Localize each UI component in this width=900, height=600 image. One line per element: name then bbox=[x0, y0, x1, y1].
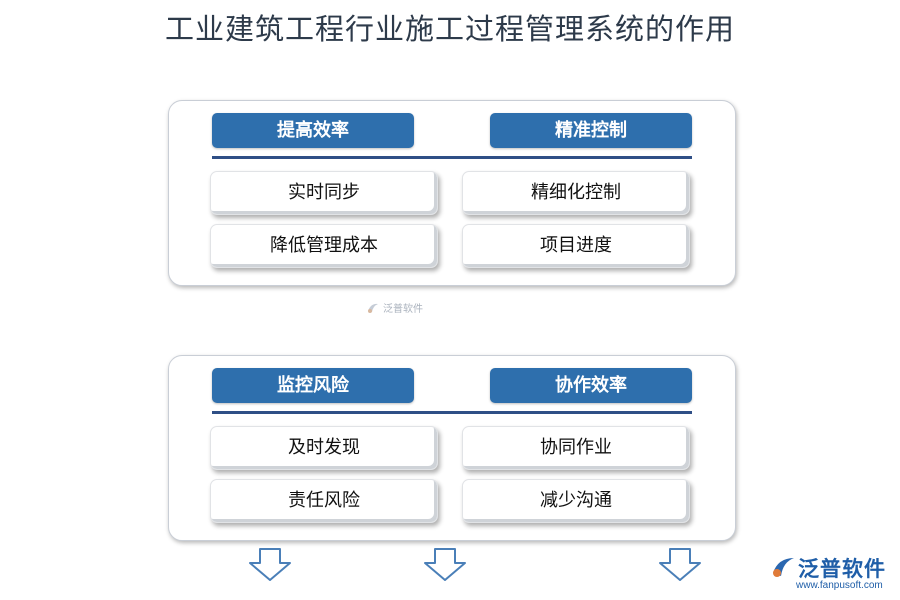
panel-efficiency-control: 提高效率 精准控制 实时同步 精细化控制 降低管理成本 项目进度 bbox=[168, 100, 736, 286]
logo-url: www.fanpusoft.com bbox=[796, 580, 883, 591]
header-improve-efficiency: 提高效率 bbox=[212, 113, 414, 148]
fanpu-logo: 泛普软件 www.fanpusoft.com bbox=[770, 553, 895, 597]
down-arrow-icon bbox=[249, 548, 291, 581]
header-monitor-risk: 监控风险 bbox=[212, 368, 414, 403]
page-title: 工业建筑工程行业施工过程管理系统的作用 bbox=[164, 12, 735, 46]
watermark-text: 泛普软件 bbox=[383, 304, 423, 315]
logo-name: 泛普软件 bbox=[798, 558, 886, 581]
panel-risk-collaboration: 监控风险 协作效率 及时发现 协同作业 责任风险 减少沟通 bbox=[168, 355, 736, 541]
header-precise-control: 精准控制 bbox=[490, 113, 692, 148]
fanpu-logo-icon bbox=[773, 558, 794, 577]
divider-line bbox=[212, 411, 692, 414]
down-arrow-icon bbox=[659, 548, 701, 581]
cell-realtime-sync: 实时同步 bbox=[210, 171, 438, 215]
watermark-logo-icon bbox=[368, 303, 378, 313]
cell-reduce-communication: 减少沟通 bbox=[462, 479, 690, 523]
down-arrow-icon bbox=[424, 548, 466, 581]
cell-responsibility-risk: 责任风险 bbox=[210, 479, 438, 523]
divider-line bbox=[212, 156, 692, 159]
cell-collaborative-work: 协同作业 bbox=[462, 426, 690, 470]
cell-timely-discovery: 及时发现 bbox=[210, 426, 438, 470]
watermark: 泛普软件 bbox=[366, 300, 423, 315]
cell-project-progress: 项目进度 bbox=[462, 224, 690, 268]
cell-fine-control: 精细化控制 bbox=[462, 171, 690, 215]
cell-reduce-cost: 降低管理成本 bbox=[210, 224, 438, 268]
header-collaboration-efficiency: 协作效率 bbox=[490, 368, 692, 403]
